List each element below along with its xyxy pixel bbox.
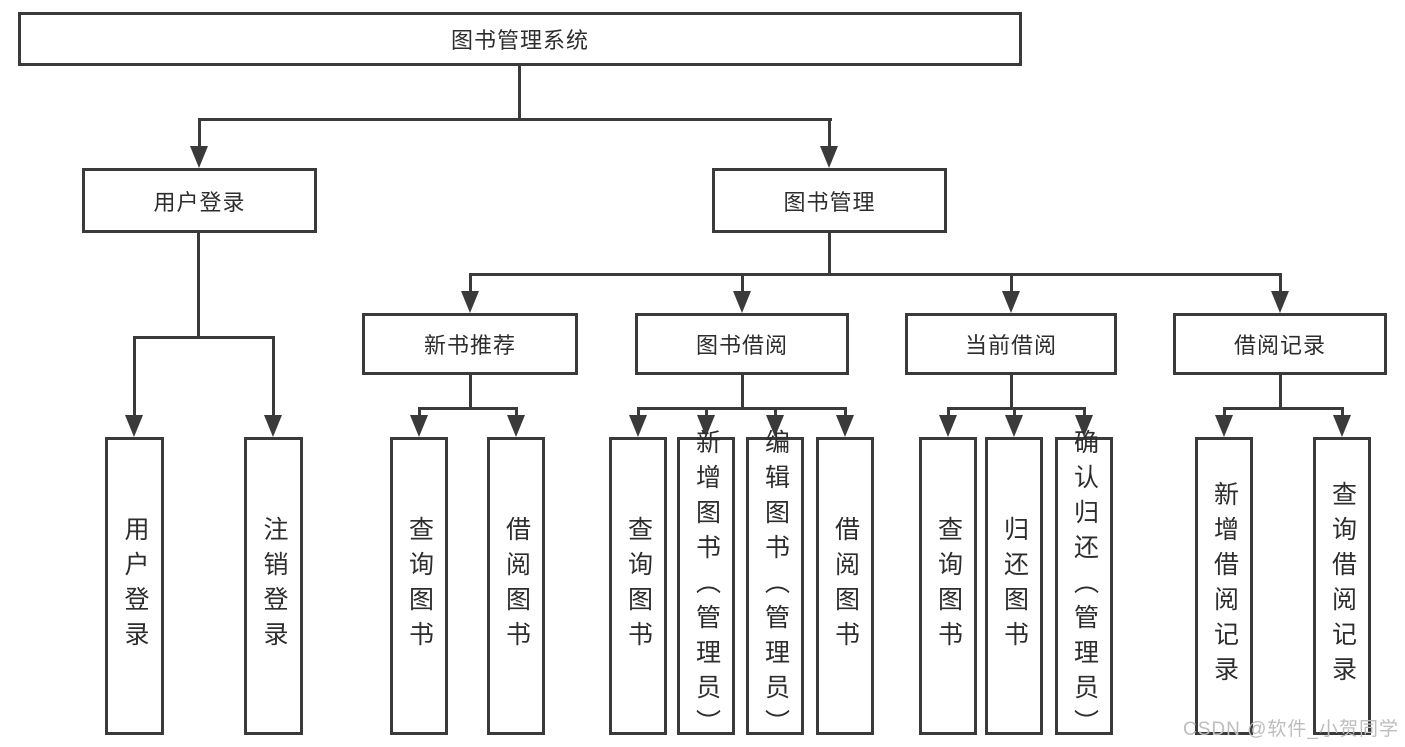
arrow-current-borrow-icon xyxy=(1002,291,1020,313)
connector-leaf-drop xyxy=(1013,407,1016,415)
arrow-leaf-icon xyxy=(836,415,854,437)
node-book-management-label: 图书管理 xyxy=(783,189,876,215)
csdn-watermark: CSDN @软件_小贺同学 xyxy=(1183,719,1399,740)
connector-book-borrow-drop xyxy=(741,273,744,291)
leaf-query-borrow-record: 查询借阅记录 xyxy=(1313,437,1371,735)
node-new-book-recommend: 新书推荐 xyxy=(362,313,578,375)
connector-leaf-drop xyxy=(774,407,777,415)
connector-current-borrow-stem xyxy=(1010,375,1013,407)
node-user-login: 用户登录 xyxy=(82,168,317,233)
leaf-add-books-admin-label: 新增图书（管理员） xyxy=(692,428,721,744)
leaf-add-borrow-record-label: 新增借阅记录 xyxy=(1210,481,1239,691)
connector-leaf-drop xyxy=(1083,407,1086,415)
leaf-add-borrow-record: 新增借阅记录 xyxy=(1195,437,1253,735)
leaf-confirm-return-admin: 确认归还（管理员） xyxy=(1055,429,1113,744)
connector-logout-leaf-drop xyxy=(272,336,275,415)
arrow-leaf-icon xyxy=(410,415,428,437)
leaf-confirm-return-admin-label: 确认归还（管理员） xyxy=(1070,428,1099,744)
connector-level3-bus xyxy=(469,273,1282,276)
node-current-borrow-label: 当前借阅 xyxy=(964,333,1057,358)
connector-borrow-record-drop xyxy=(1279,273,1282,291)
leaf-edit-books-admin-label: 编辑图书（管理员） xyxy=(761,428,790,744)
connector-book-management-drop xyxy=(828,118,831,146)
connector-new-book-stem xyxy=(469,375,472,407)
leaf-query-books-current-label: 查询图书 xyxy=(934,516,963,656)
arrow-book-management-icon xyxy=(820,146,838,168)
node-book-borrow: 图书借阅 xyxy=(635,313,849,375)
arrow-book-borrow-icon xyxy=(733,291,751,313)
connector-login-leaf-drop xyxy=(133,336,136,415)
arrow-leaf-icon xyxy=(1005,415,1023,437)
leaf-user-login-label: 用户登录 xyxy=(121,516,149,656)
leaf-return-books-label: 归还图书 xyxy=(1000,516,1029,656)
leaf-query-books-borrow: 查询图书 xyxy=(609,437,667,735)
connector-borrow-record-bus xyxy=(1223,407,1343,410)
connector-leaf-drop xyxy=(844,407,847,415)
leaf-return-books: 归还图书 xyxy=(985,437,1043,735)
node-borrow-record: 借阅记录 xyxy=(1173,313,1387,375)
connector-user-login-stem xyxy=(197,233,200,336)
leaf-borrow-books: 借阅图书 xyxy=(816,437,874,735)
connector-borrow-record-stem xyxy=(1279,375,1282,407)
leaf-user-login: 用户登录 xyxy=(105,437,164,735)
arrow-leaf-icon xyxy=(629,415,647,437)
connector-book-management-stem xyxy=(828,233,831,273)
arrow-leaf-icon xyxy=(697,415,715,437)
connector-leaf-drop xyxy=(637,407,640,415)
connector-leaf-drop xyxy=(515,407,518,415)
leaf-query-books-recommend: 查询图书 xyxy=(390,437,448,735)
arrow-leaf-icon xyxy=(939,415,957,437)
connector-book-borrow-bus xyxy=(637,407,846,410)
leaf-borrow-books-recommend: 借阅图书 xyxy=(487,437,545,735)
arrow-login-leaf-icon xyxy=(125,415,143,437)
connector-current-borrow-drop xyxy=(1010,273,1013,291)
connector-new-book-bus xyxy=(418,407,517,410)
leaf-edit-books-admin: 编辑图书（管理员） xyxy=(746,429,804,744)
leaf-borrow-books-label: 借阅图书 xyxy=(831,516,860,656)
arrow-logout-leaf-icon xyxy=(264,415,282,437)
arrow-leaf-icon xyxy=(507,415,525,437)
leaf-logout: 注销登录 xyxy=(244,437,303,735)
arrow-leaf-icon xyxy=(1075,415,1093,437)
connector-root-stem xyxy=(518,66,521,118)
leaf-query-books-borrow-label: 查询图书 xyxy=(624,516,653,656)
connector-book-borrow-stem xyxy=(741,375,744,407)
leaf-logout-label: 注销登录 xyxy=(260,516,288,656)
connector-user-login-drop xyxy=(198,118,201,146)
connector-leaf-drop xyxy=(947,407,950,415)
connector-level2-bus xyxy=(198,118,832,121)
leaf-query-books-current: 查询图书 xyxy=(919,437,977,735)
leaf-add-books-admin: 新增图书（管理员） xyxy=(677,429,735,744)
arrow-leaf-icon xyxy=(766,415,784,437)
node-root: 图书管理系统 xyxy=(18,12,1022,66)
connector-new-book-drop xyxy=(469,273,472,291)
node-book-management: 图书管理 xyxy=(712,168,947,233)
connector-leaf-drop xyxy=(1223,407,1226,415)
connector-leaf-drop xyxy=(705,407,708,415)
leaf-query-borrow-record-label: 查询借阅记录 xyxy=(1328,481,1357,691)
leaf-query-books-recommend-label: 查询图书 xyxy=(405,516,434,656)
node-book-borrow-label: 图书借阅 xyxy=(695,333,788,358)
arrow-leaf-icon xyxy=(1333,415,1351,437)
arrow-user-login-icon xyxy=(190,146,208,168)
node-borrow-record-label: 借阅记录 xyxy=(1233,333,1326,358)
leaf-borrow-books-recommend-label: 借阅图书 xyxy=(502,516,531,656)
connector-current-borrow-bus xyxy=(947,407,1085,410)
arrow-borrow-record-icon xyxy=(1271,291,1289,313)
node-new-book-recommend-label: 新书推荐 xyxy=(423,333,516,358)
connector-user-login-bus xyxy=(133,336,274,339)
node-root-label: 图书管理系统 xyxy=(450,28,589,53)
node-current-borrow: 当前借阅 xyxy=(905,313,1117,375)
arrow-leaf-icon xyxy=(1215,415,1233,437)
connector-leaf-drop xyxy=(1341,407,1344,415)
connector-leaf-drop xyxy=(418,407,421,415)
arrow-new-book-icon xyxy=(461,291,479,313)
node-user-login-label: 用户登录 xyxy=(153,189,246,215)
